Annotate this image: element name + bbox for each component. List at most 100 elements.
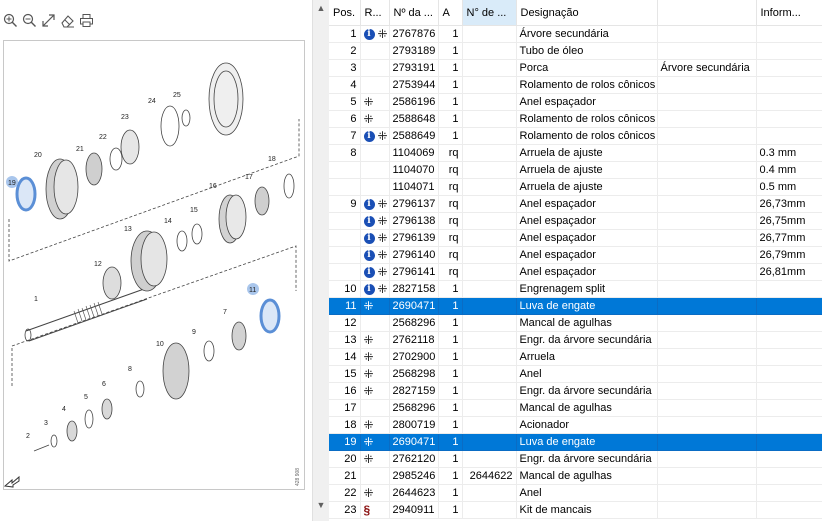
cell-inform: 26,77mm <box>756 229 822 247</box>
callout: 15 <box>190 207 198 214</box>
cell-ref-icons: ⁜ <box>360 297 390 315</box>
callout-highlighted[interactable]: 19 <box>8 180 16 187</box>
column-header-part-number[interactable]: Nº da ... <box>389 0 439 26</box>
cell-extra <box>657 25 757 43</box>
cell-n-de <box>462 331 517 349</box>
info-icon[interactable]: i <box>363 266 375 278</box>
cell-designacao: Engr. da árvore secundária <box>516 331 658 349</box>
component-icon[interactable]: ⁜ <box>363 485 374 500</box>
component-icon[interactable]: ⁜ <box>363 434 374 449</box>
cell-inform <box>756 348 822 366</box>
component-icon[interactable]: ⁜ <box>363 94 374 109</box>
component-icon[interactable]: ⁜ <box>363 417 374 432</box>
cell-pos: 18 <box>329 416 361 434</box>
zoom-out-icon[interactable] <box>21 10 38 30</box>
column-header-extra[interactable] <box>657 0 757 26</box>
component-icon[interactable]: ⁜ <box>377 213 388 228</box>
info-icon[interactable]: i <box>363 28 375 40</box>
component-icon[interactable]: ⁜ <box>363 383 374 398</box>
column-header-designacao[interactable]: Designação <box>516 0 658 26</box>
navigate-arrow-icon[interactable] <box>3 474 20 491</box>
component-icon[interactable]: ⁜ <box>363 451 374 466</box>
info-icon[interactable]: i <box>363 249 375 261</box>
cell-n-de <box>462 450 517 468</box>
cell-n-de <box>462 314 517 332</box>
cell-inform <box>756 297 822 315</box>
exploded-diagram[interactable]: 1 2 3 4 5 6 7 8 9 10 11 12 13 14 15 16 1… <box>3 40 305 490</box>
zoom-in-icon[interactable] <box>2 10 19 30</box>
cell-ref-icons: i⁜ <box>360 212 390 230</box>
eraser-icon[interactable] <box>59 10 76 30</box>
cell-ref-icons: ⁜ <box>360 382 390 400</box>
cell-inform: 26,73mm <box>756 195 822 213</box>
scroll-down-icon[interactable]: ▼ <box>316 500 326 510</box>
cell-n-de <box>462 365 517 383</box>
print-icon[interactable] <box>78 10 95 30</box>
component-icon[interactable]: ⁜ <box>363 349 374 364</box>
cell-a: rq <box>438 195 463 213</box>
info-icon[interactable]: i <box>363 283 375 295</box>
cell-n-de <box>462 178 517 196</box>
component-icon[interactable]: ⁜ <box>363 111 374 126</box>
component-icon[interactable]: ⁜ <box>363 298 374 313</box>
cell-extra <box>657 263 757 281</box>
column-header-a[interactable]: A <box>438 0 463 26</box>
info-icon[interactable]: i <box>363 232 375 244</box>
info-icon[interactable]: i <box>363 130 375 142</box>
fit-to-window-icon[interactable] <box>40 10 57 30</box>
component-icon[interactable]: ⁜ <box>363 332 374 347</box>
component-icon[interactable]: ⁜ <box>377 264 388 279</box>
kit-icon[interactable]: § <box>363 503 371 518</box>
callout: 5 <box>84 394 88 401</box>
cell-a: 1 <box>438 416 463 434</box>
callout-highlighted[interactable]: 11 <box>249 287 256 294</box>
cell-inform <box>756 365 822 383</box>
component-icon[interactable]: ⁜ <box>377 281 388 296</box>
component-icon[interactable]: ⁜ <box>377 230 388 245</box>
column-header-n-de[interactable]: N° de ... <box>462 0 517 26</box>
column-header-ref[interactable]: R... <box>360 0 390 26</box>
component-icon[interactable]: ⁜ <box>377 196 388 211</box>
info-icon[interactable]: i <box>363 198 375 210</box>
component-icon[interactable]: ⁜ <box>377 128 388 143</box>
component-icon[interactable]: ⁜ <box>363 366 374 381</box>
vertical-scrollbar[interactable]: ▲ ▼ <box>312 0 329 521</box>
component-icon[interactable]: ⁜ <box>377 247 388 262</box>
column-header-inform[interactable]: Inform... <box>756 0 822 26</box>
cell-extra <box>657 399 757 417</box>
info-icon[interactable]: i <box>363 215 375 227</box>
column-header-pos[interactable]: Pos. <box>329 0 361 26</box>
cell-extra <box>657 229 757 247</box>
component-icon[interactable]: ⁜ <box>377 26 388 41</box>
scroll-up-icon[interactable]: ▲ <box>316 3 326 13</box>
